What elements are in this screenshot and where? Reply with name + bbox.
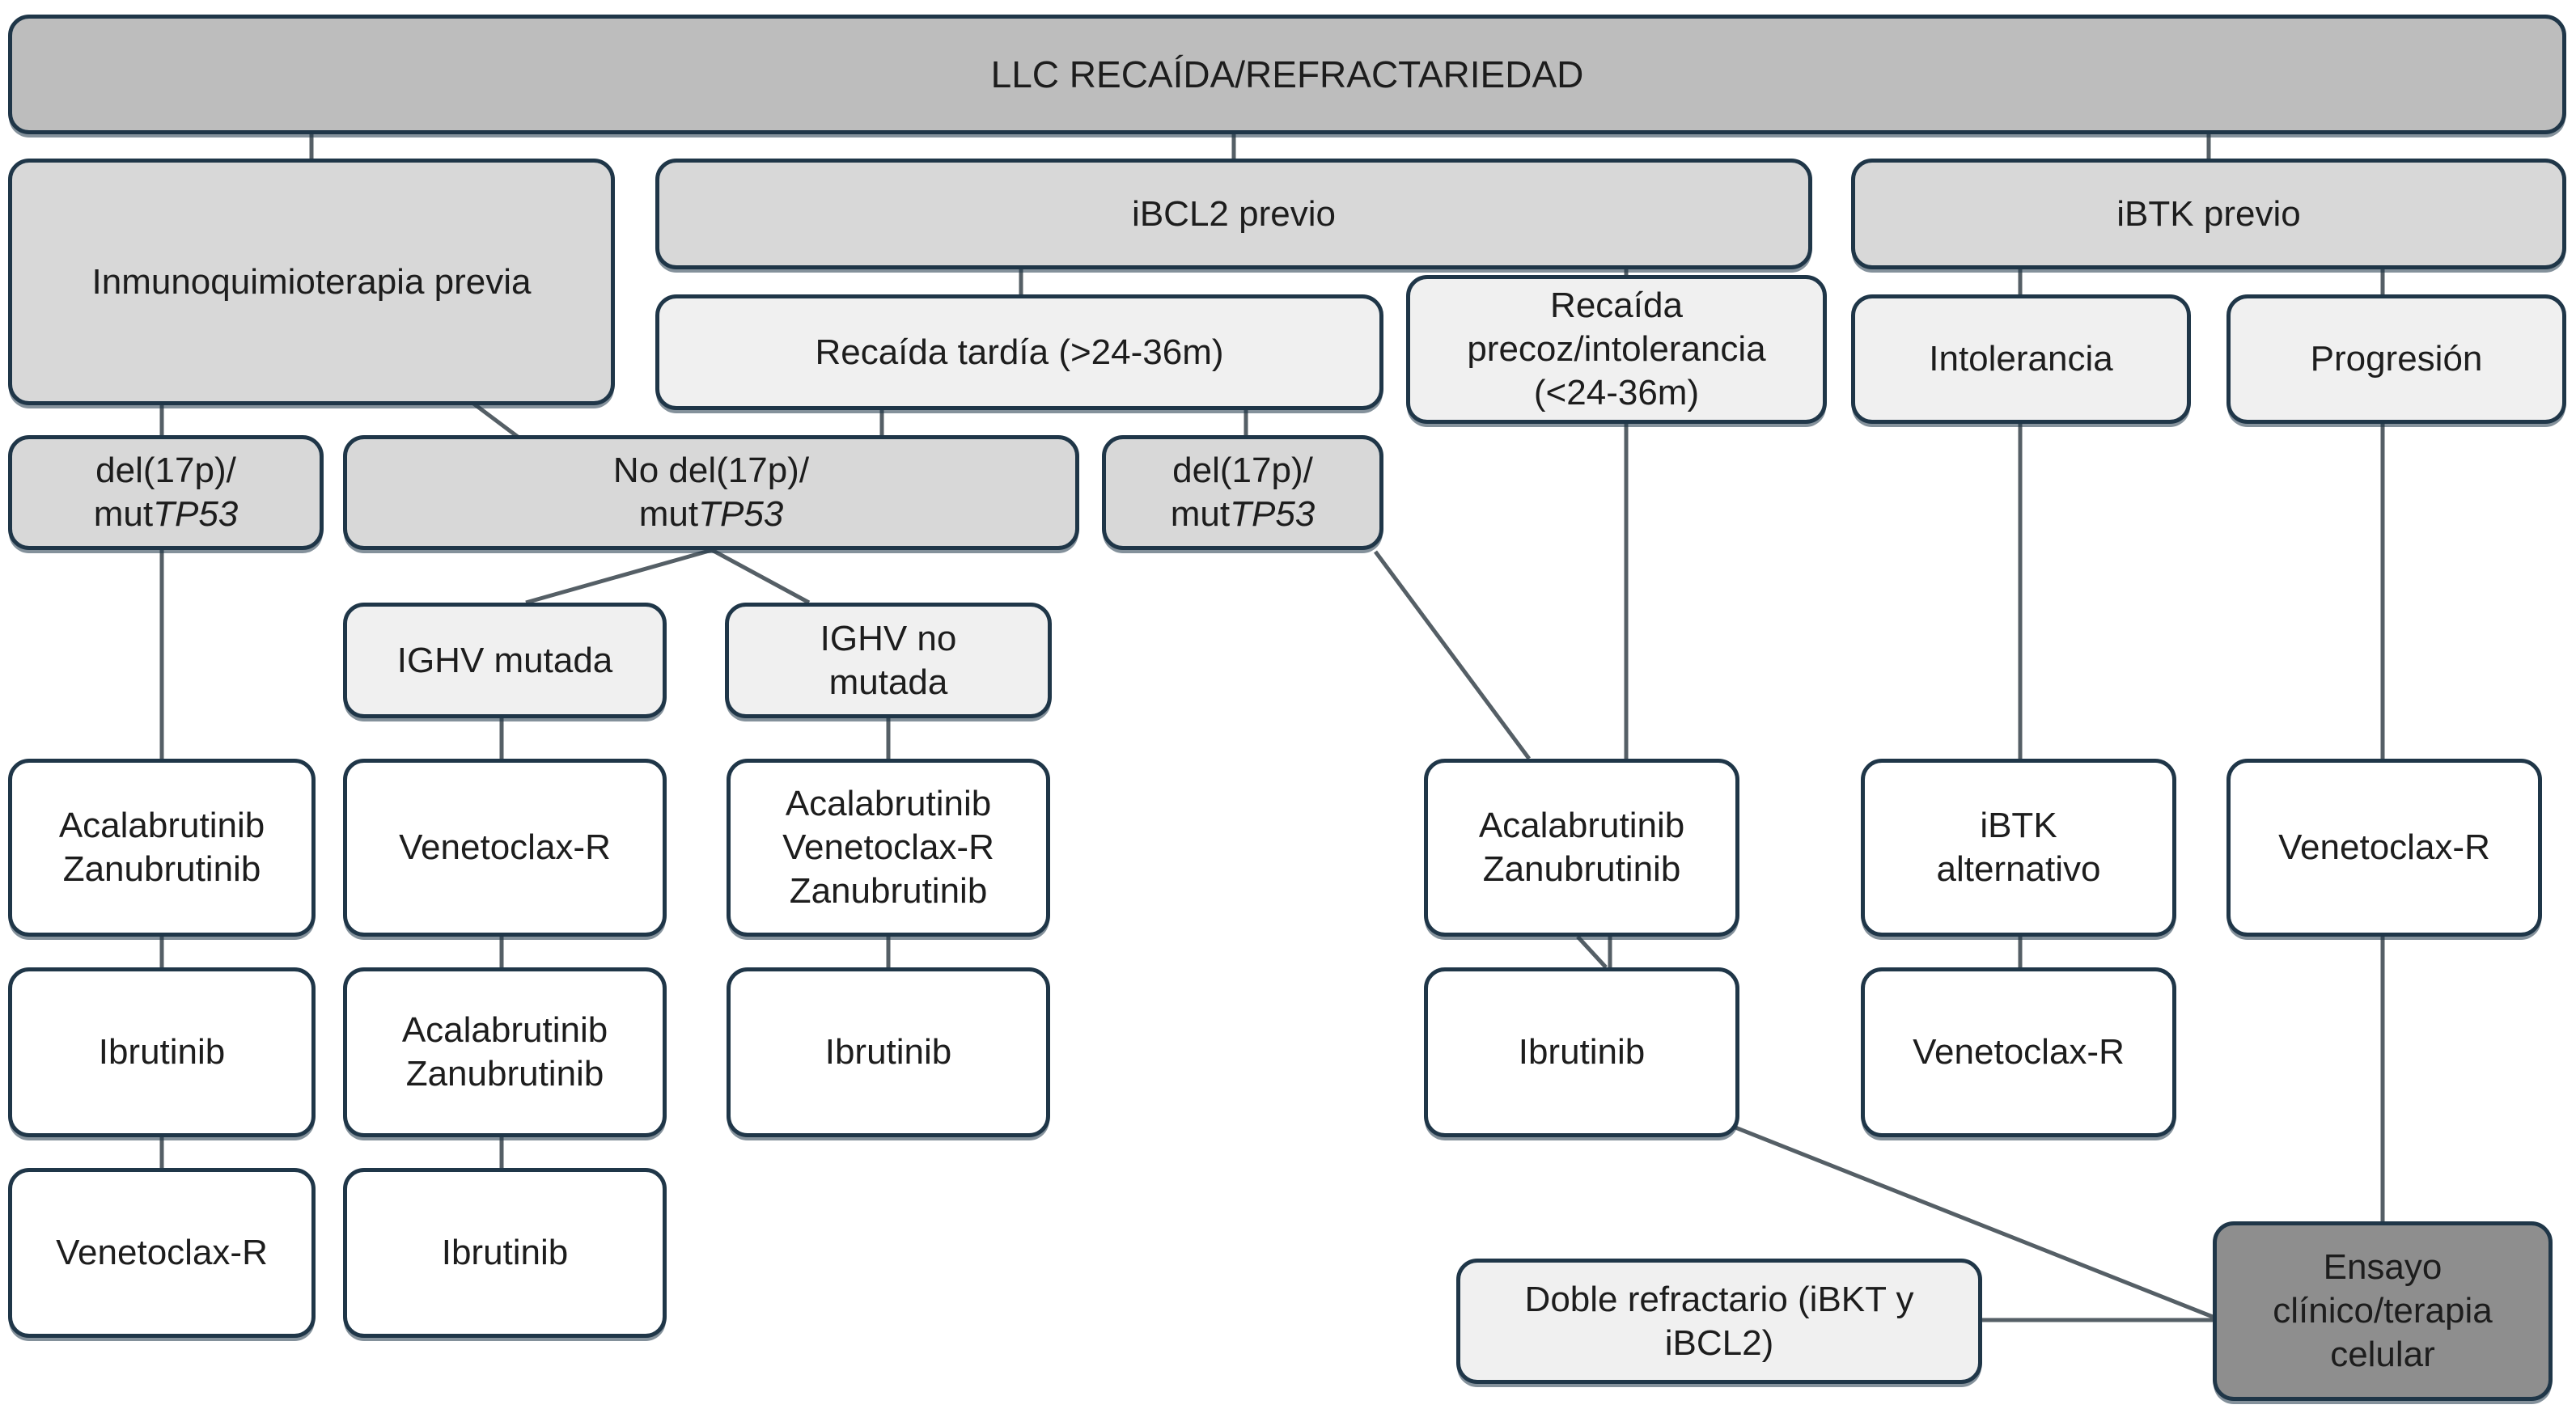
node-tp53-right[interactable]: del(17p)/ mutTP53 (1102, 435, 1383, 550)
node-col4-treatment-2[interactable]: Ibrutinib (1424, 967, 1739, 1137)
node-col2-treatment-1[interactable]: Venetoclax-R (343, 759, 667, 937)
node-progression-label: Progresión (2310, 339, 2483, 379)
node-double-refractory[interactable]: Doble refractario (iBKT y iBCL2) (1456, 1259, 1982, 1384)
node-col4-treatment-1[interactable]: Acalabrutinib Zanubrutinib (1424, 759, 1739, 937)
wire-no-tp53-to-ighv-unmutated (710, 548, 811, 605)
node-early-relapse-label: Recaída precoz/intolerancia (<24-36m) (1467, 286, 1766, 413)
node-col5-treatment-1[interactable]: iBTK alternativo (1861, 759, 2176, 937)
node-tp53-left-label: del(17p)/ mutTP53 (93, 451, 239, 534)
node-col2-treatment-2[interactable]: Acalabrutinib Zanubrutinib (343, 967, 667, 1137)
node-immunochemo[interactable]: Inmunoquimioterapia previa (8, 159, 615, 405)
node-intolerance[interactable]: Intolerancia (1851, 294, 2191, 424)
node-col5-treatment-2[interactable]: Venetoclax-R (1861, 967, 2176, 1137)
node-root-label: LLC RECAÍDA/REFRACTARIEDAD (990, 53, 1584, 95)
node-col1-treatment-2[interactable]: Ibrutinib (8, 967, 316, 1137)
node-col4-treatment-2-label: Ibrutinib (1518, 1032, 1646, 1073)
node-col2-treatment-3[interactable]: Ibrutinib (343, 1168, 667, 1338)
node-col2-treatment-1-label: Venetoclax-R (399, 827, 611, 868)
node-ighv-unmutated[interactable]: IGHV no mutada (725, 603, 1052, 718)
node-late-relapse-label: Recaída tardía (>24-36m) (815, 332, 1224, 372)
node-col6-treatment-1[interactable]: Venetoclax-R (2226, 759, 2542, 937)
node-progression[interactable]: Progresión (2226, 294, 2566, 424)
node-intolerance-label: Intolerancia (1929, 339, 2113, 379)
node-col1-treatment-1[interactable]: Acalabrutinib Zanubrutinib (8, 759, 316, 937)
node-col1-treatment-2-label: Ibrutinib (98, 1032, 226, 1073)
wire-tp53-right-to-col4-t1 (1373, 550, 1532, 760)
wire-no-tp53-to-ighv-mutated (525, 548, 713, 605)
node-col5-treatment-1-label: iBTK alternativo (1936, 806, 2101, 889)
node-no-tp53[interactable]: No del(17p)/ mutTP53 (343, 435, 1079, 550)
node-early-relapse[interactable]: Recaída precoz/intolerancia (<24-36m) (1406, 275, 1827, 424)
node-col3-treatment-2-label: Ibrutinib (824, 1032, 952, 1073)
node-immunochemo-label: Inmunoquimioterapia previa (91, 261, 532, 302)
node-ibcl2-previous[interactable]: iBCL2 previo (655, 159, 1812, 269)
node-col5-treatment-2-label: Venetoclax-R (1913, 1032, 2125, 1073)
node-double-refractory-label: Doble refractario (iBKT y iBCL2) (1524, 1279, 1914, 1363)
node-col1-treatment-3[interactable]: Venetoclax-R (8, 1168, 316, 1338)
node-col3-treatment-2[interactable]: Ibrutinib (727, 967, 1050, 1137)
node-col3-treatment-1-label: Acalabrutinib Venetoclax-R Zanubrutinib (782, 784, 994, 911)
node-ighv-mutated[interactable]: IGHV mutada (343, 603, 667, 718)
node-col6-treatment-1-label: Venetoclax-R (2278, 827, 2490, 868)
node-late-relapse[interactable]: Recaída tardía (>24-36m) (655, 294, 1383, 410)
node-col4-treatment-1-label: Acalabrutinib Zanubrutinib (1478, 806, 1685, 889)
node-col1-treatment-3-label: Venetoclax-R (56, 1233, 268, 1273)
node-ibtk-previous[interactable]: iBTK previo (1851, 159, 2566, 269)
node-col1-treatment-1-label: Acalabrutinib Zanubrutinib (58, 806, 265, 889)
node-tp53-left[interactable]: del(17p)/ mutTP53 (8, 435, 324, 550)
node-col2-treatment-2-label: Acalabrutinib Zanubrutinib (401, 1010, 608, 1094)
node-ibtk-label: iBTK previo (2116, 193, 2301, 234)
node-col3-treatment-1[interactable]: Acalabrutinib Venetoclax-R Zanubrutinib (727, 759, 1050, 937)
node-ighv-mutated-label: IGHV mutada (396, 640, 613, 680)
node-ighv-unmutated-label: IGHV no mutada (820, 618, 957, 702)
wire-immunochemo-to-no-tp53 (468, 399, 519, 438)
node-clinical-trial[interactable]: Ensayo clínico/terapia celular (2213, 1221, 2553, 1401)
wire-col4-t1-to-col4-t2-alt (1576, 935, 1608, 969)
node-ibcl2-label: iBCL2 previo (1132, 193, 1336, 234)
node-root[interactable]: LLC RECAÍDA/REFRACTARIEDAD (8, 15, 2566, 134)
node-clinical-trial-label: Ensayo clínico/terapia celular (2273, 1247, 2493, 1374)
node-no-tp53-label: No del(17p)/ mutTP53 (612, 451, 810, 534)
node-tp53-right-label: del(17p)/ mutTP53 (1170, 451, 1316, 534)
node-col2-treatment-3-label: Ibrutinib (441, 1233, 569, 1273)
